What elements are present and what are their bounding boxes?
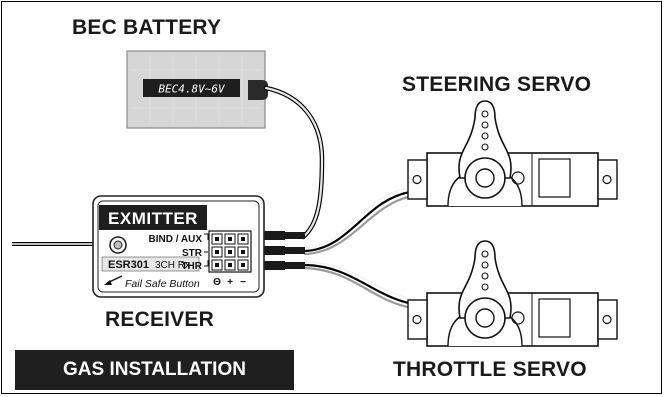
throttle-servo-title: THROTTLE SERVO [393,358,587,381]
model-plate [101,256,200,272]
battery-lead [263,85,325,240]
footer-title: GAS INSTALLATION [63,359,246,380]
battery-voltage-label: BEC4.8V~6V [158,83,226,96]
receiver-model: ESR301 [108,259,149,271]
channel-label-bind-aux: BIND / AUX [148,234,202,245]
pin-header [208,230,252,273]
polarity-negative: − [240,277,246,288]
polarity-signal: Θ [213,277,221,288]
fail-safe-label: Fail Safe Button [125,278,200,290]
bec-battery: BEC4.8V~6V [126,50,268,129]
bind-aux-plug [263,231,285,240]
receiver-brand: EXMITTER [108,209,198,228]
channel-label-str: STR [182,248,203,259]
channel-brackets [204,233,209,267]
battery-label-plate [143,79,240,97]
steering-servo-title: STEERING SERVO [402,73,592,96]
throttle-plug [263,261,285,270]
receiver-connectors [263,231,305,270]
receiver-brand-plate [99,205,207,230]
receiver-model-suffix: 3CH Rx [155,260,190,271]
receiver-unit: EXMITTER ESR301 3CH Rx Fail Safe Button … [92,195,265,298]
battery-wire-boot [248,80,268,100]
receiver-title: RECEIVER [105,308,214,331]
steering-servo [407,100,618,207]
fail-safe-arrow-icon [104,275,123,285]
channel-label-thr: THR [181,261,202,272]
steering-plug [263,246,285,255]
bec-battery-title: BEC BATTERY [72,16,222,39]
polarity-positive: + [227,277,233,288]
footer-badge: GAS INSTALLATION [15,350,294,390]
throttle-servo [407,240,618,347]
